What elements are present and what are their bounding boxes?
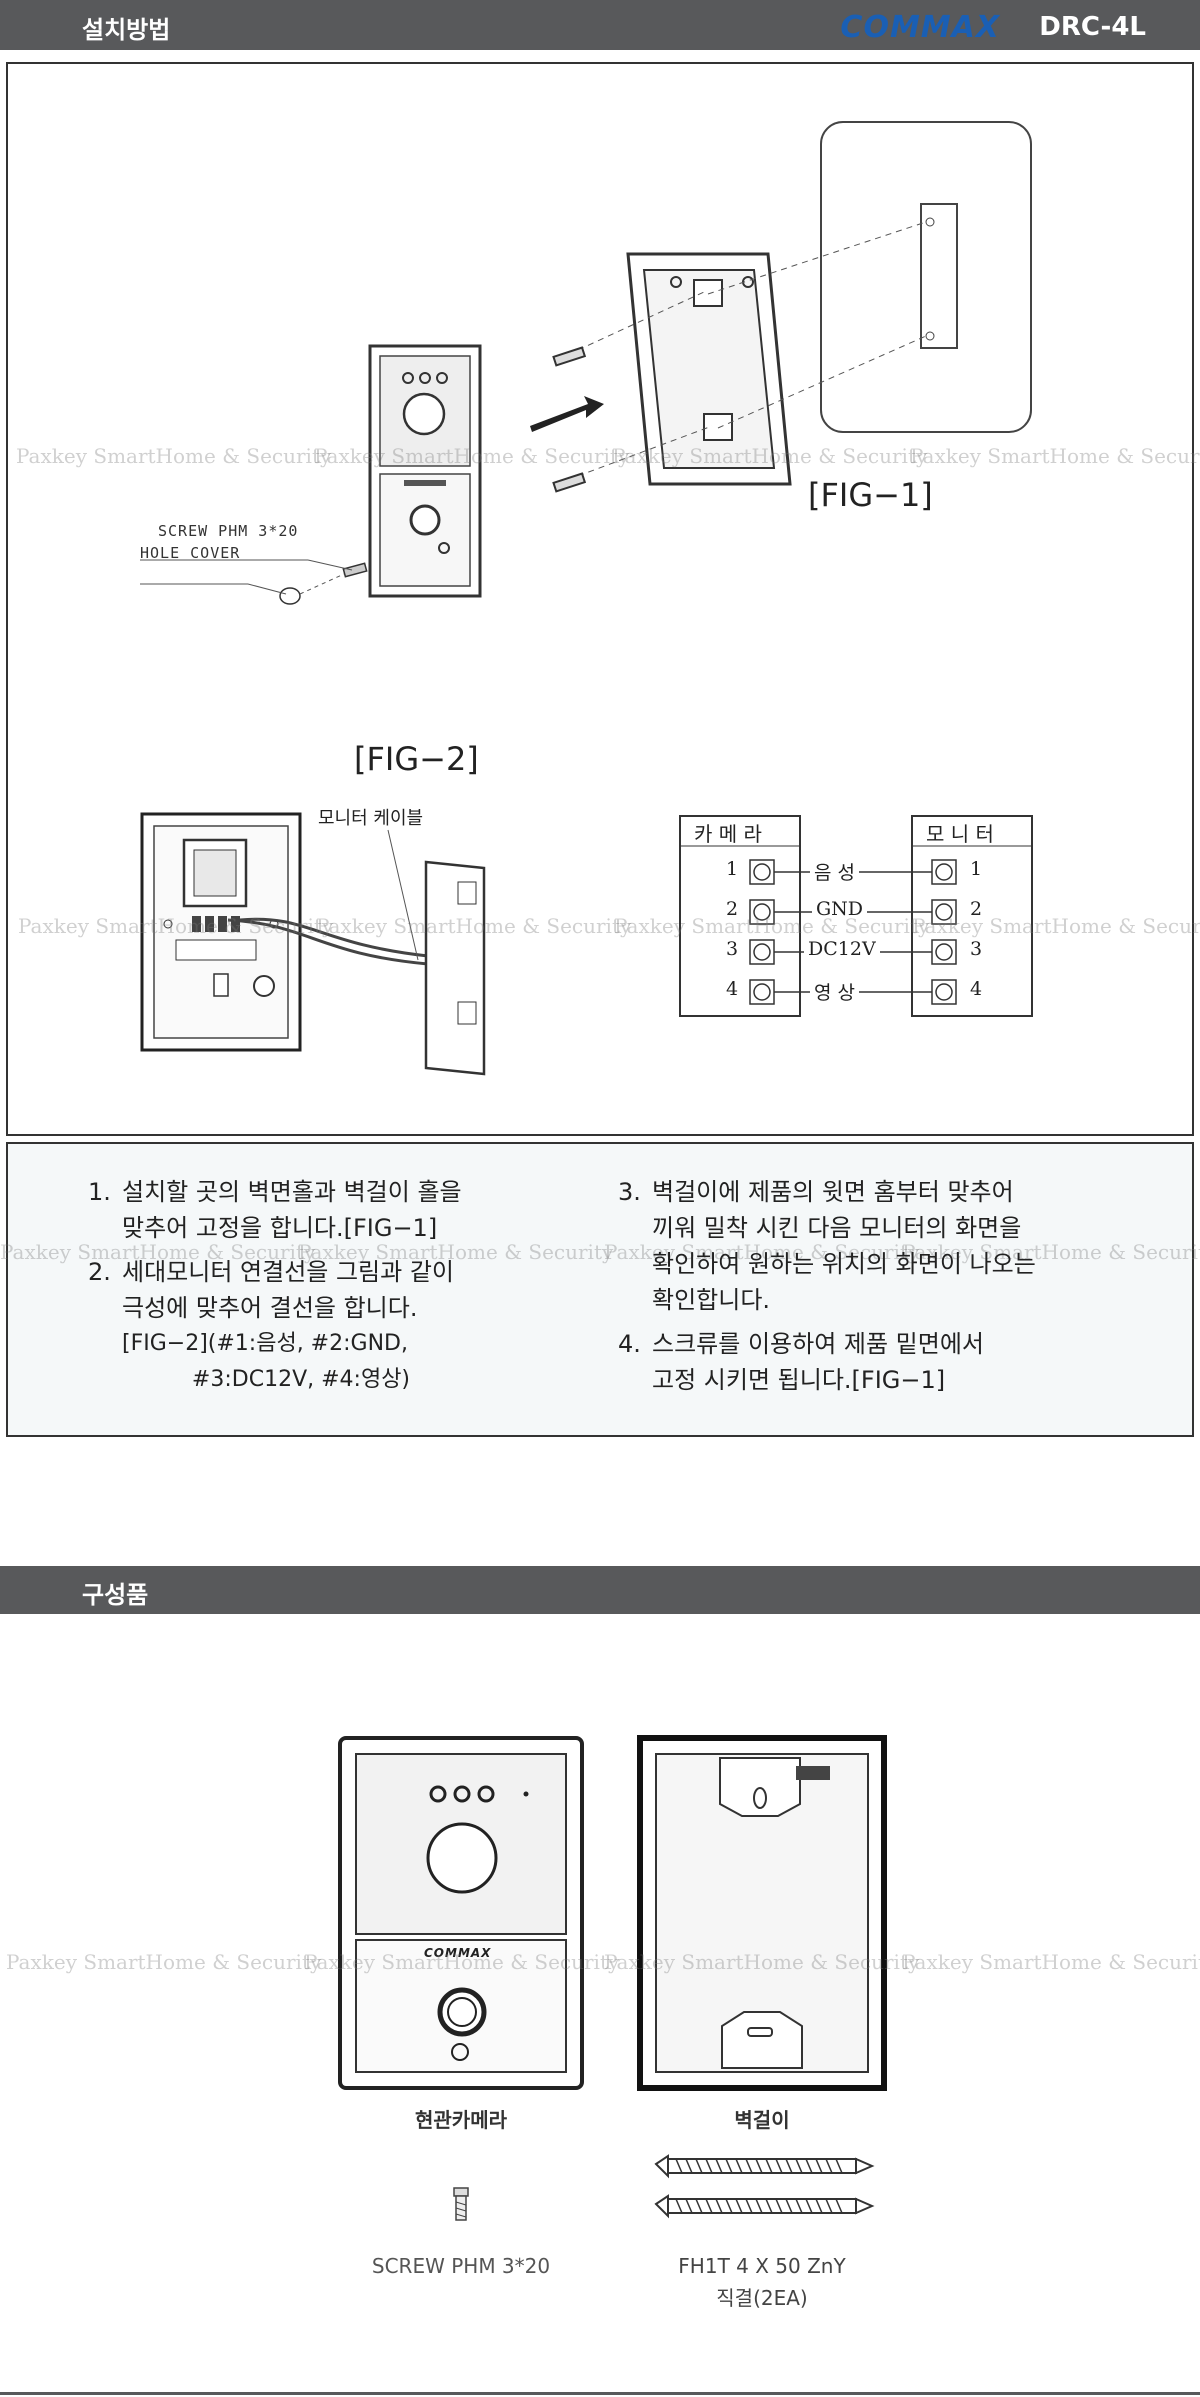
- camera-caption: 현관카메라: [415, 2108, 507, 2132]
- camera-brand-mark: COMMAX: [424, 1946, 492, 1960]
- watermark: Paxkey SmartHome & Security: [604, 1950, 920, 1974]
- monitor-header: 모 니 터: [926, 822, 994, 846]
- section-header-installation: 설치방법 COMMAX DRC-4L: [0, 0, 1200, 50]
- fig2-label: [FIG−2]: [354, 740, 479, 778]
- watermark: Paxkey SmartHome & Security: [16, 444, 332, 468]
- watermark: Paxkey SmartHome & Security: [902, 1950, 1200, 1974]
- model-number: DRC-4L: [1039, 12, 1146, 42]
- wiring-row: 1 음 성 1: [726, 858, 983, 885]
- watermark: Paxkey SmartHome & Security: [910, 444, 1200, 468]
- watermark: Paxkey SmartHome & Security: [298, 1240, 614, 1264]
- diagram-panel: [FIG−1] SCREW PHM 3*20 HOLE COVER [FIG−2…: [6, 62, 1200, 1136]
- camera-header: 카 메 라: [694, 822, 762, 846]
- watermark: Paxkey SmartHome & Security: [18, 914, 334, 938]
- watermark: Paxkey SmartHome & Security: [604, 1240, 920, 1264]
- section-title: 설치방법: [82, 16, 171, 44]
- components-drawing: [338, 1735, 887, 2221]
- wiring-diagram: [679, 815, 1033, 1017]
- bracket-caption: 벽걸이: [734, 2108, 790, 2132]
- screw-caption: SCREW PHM 3*20: [371, 2254, 551, 2278]
- bolt-caption: FH1T 4 X 50 ZnY: [678, 2254, 846, 2278]
- watermark: Paxkey SmartHome & Security: [902, 1240, 1200, 1264]
- instruction-item: 3. 벽걸이에 제품의 윗면 홈부터 맞추어 끼워 밀착 시킨 다음 모니터의 …: [618, 1178, 1036, 1314]
- fig2-drawing: [140, 812, 486, 1076]
- wiring-row: 3 DC12V 3: [726, 938, 983, 960]
- watermark: Paxkey SmartHome & Security: [316, 914, 632, 938]
- watermark: Paxkey SmartHome & Security: [912, 914, 1200, 938]
- fig1-drawing: [140, 121, 1032, 605]
- wiring-row: 2 GND 2: [726, 898, 983, 920]
- hole-cover-label: HOLE COVER: [140, 544, 241, 562]
- watermark: Paxkey SmartHome & Security: [0, 1240, 316, 1264]
- brand-logo: COMMAX: [840, 10, 1000, 45]
- watermark: Paxkey SmartHome & Security: [614, 914, 930, 938]
- instructions-right: 3. 벽걸이에 제품의 윗면 홈부터 맞추어 끼워 밀착 시킨 다음 모니터의 …: [618, 1174, 1178, 1406]
- bolt-caption-qty: 직결(2EA): [716, 2286, 808, 2310]
- wiring-row: 4 영 상 4: [726, 978, 983, 1005]
- cable-label: 모니터 케이블: [318, 808, 424, 829]
- watermark: Paxkey SmartHome & Security: [6, 1950, 322, 1974]
- section-title: 구성품: [82, 1581, 149, 1609]
- watermark: Paxkey SmartHome & Security: [304, 1950, 620, 1974]
- watermark: Paxkey SmartHome & Security: [612, 444, 928, 468]
- bottom-divider: [0, 2392, 1200, 2395]
- watermark: Paxkey SmartHome & Security: [314, 444, 630, 468]
- instruction-item: 4. 스크류를 이용하여 제품 밑면에서 고정 시키면 됩니다.[FIG−1]: [618, 1330, 985, 1394]
- instructions-left: 1. 설치할 곳의 벽면홀과 벽걸이 홀을 맞추어 고정을 합니다.[FIG−1…: [88, 1174, 608, 1406]
- instruction-item: 1. 설치할 곳의 벽면홀과 벽걸이 홀을 맞추어 고정을 합니다.[FIG−1…: [88, 1178, 462, 1242]
- section-header-components: 구성품: [0, 1566, 1200, 1614]
- screw-label: SCREW PHM 3*20: [158, 522, 299, 540]
- fig1-label: [FIG−1]: [808, 476, 933, 514]
- instructions-panel: Paxkey SmartHome & Security Paxkey Smart…: [0, 1142, 1200, 1437]
- instruction-item: 2. 세대모니터 연결선을 그림과 같이 극성에 맞추어 결선을 합니다. [F…: [88, 1258, 455, 1392]
